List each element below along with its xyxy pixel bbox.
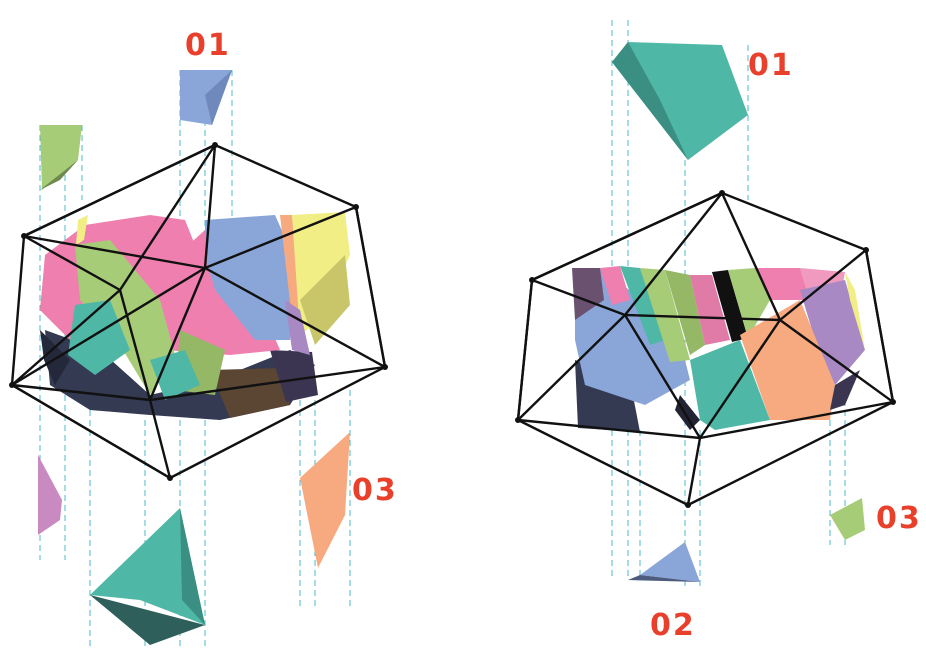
- right-label-01: 01: [748, 48, 794, 83]
- left-label-03: 03: [352, 473, 398, 508]
- right-vertex-top: [719, 190, 725, 196]
- right-vertex-right: [863, 247, 869, 253]
- left-piece-orchid: [38, 455, 62, 535]
- right-piece-03-green: [830, 498, 865, 540]
- right-vertex-bottom: [685, 502, 691, 508]
- left-vertex-left: [21, 233, 27, 239]
- right-vertex-bottom-right: [890, 399, 896, 405]
- right-dark-low: [675, 395, 700, 430]
- right-label-03: 03: [876, 501, 922, 536]
- left-label-01: 01: [185, 28, 231, 63]
- right-label-02: 02: [650, 608, 696, 643]
- right-vertex-left: [529, 277, 535, 283]
- left-piece-03-peach: [300, 432, 350, 568]
- left-figure: 01 03: [9, 28, 398, 650]
- left-vertex-bottom-right: [382, 364, 388, 370]
- right-vertex-bottom-left: [515, 417, 521, 423]
- left-vertex-bottom-left: [9, 382, 15, 388]
- right-piece-02-blue: [640, 542, 700, 582]
- left-piece-green: [40, 125, 82, 190]
- left-vertex-right: [353, 204, 359, 210]
- right-figure: 01 02 03: [515, 20, 922, 643]
- left-vertex-top: [212, 142, 218, 148]
- left-polyhedral-cluster: [40, 212, 350, 420]
- left-vertex-bottom: [167, 475, 173, 481]
